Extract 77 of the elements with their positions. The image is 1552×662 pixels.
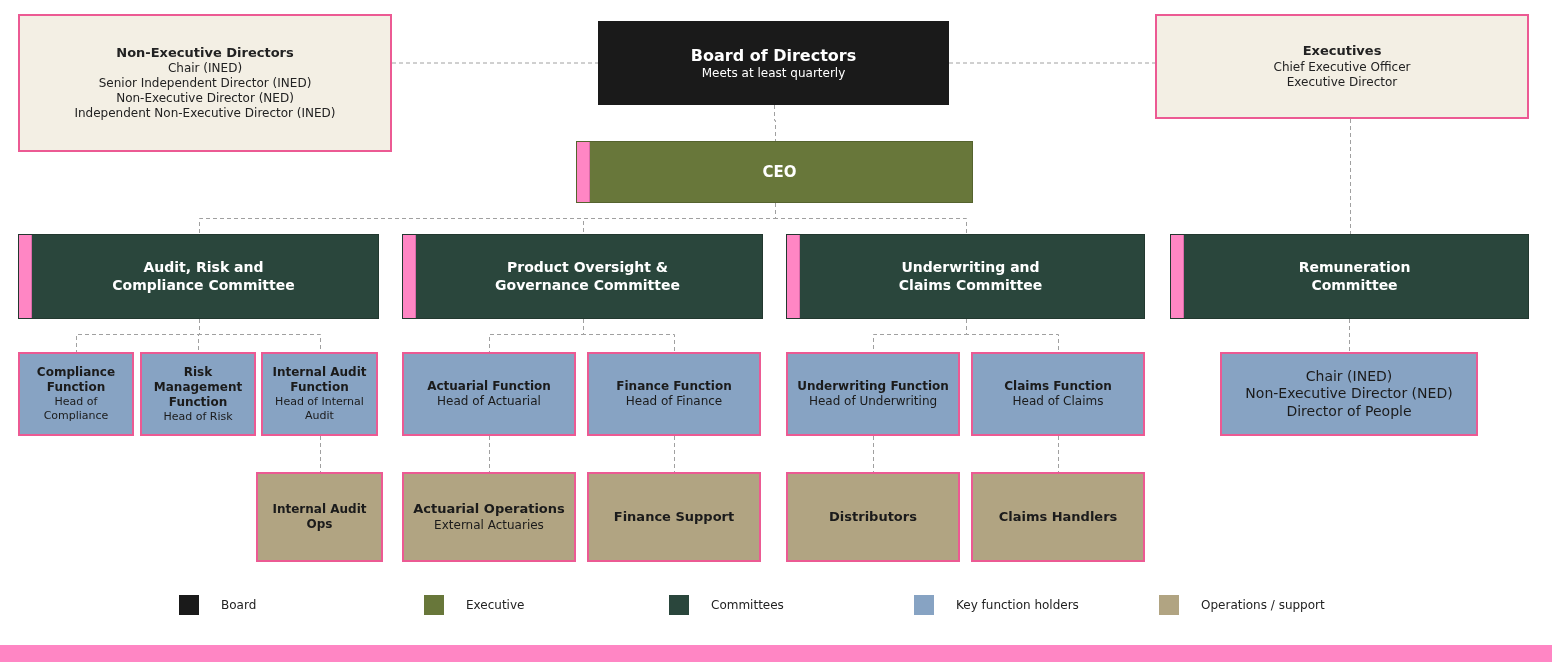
connector-line (948, 62, 1156, 64)
connector-line (583, 318, 675, 353)
box-heading: Claims Handlers (998, 508, 1118, 526)
box-text: Head of Finance (625, 394, 723, 409)
committee-box (18, 234, 379, 319)
connector-line (1349, 318, 1350, 353)
legend-label: Executive (466, 598, 525, 612)
operations-box (402, 472, 576, 562)
box-text: Head of Actuarial (437, 394, 541, 409)
box-heading: Distributors (829, 508, 917, 526)
box-heading: Product Oversight & Governance Committee (494, 259, 681, 294)
connector-line (1350, 118, 1351, 235)
box-text: Head of Risk (163, 409, 233, 424)
box-heading: Risk Management Function (152, 364, 244, 410)
box-text: Chair (INED) (167, 61, 243, 77)
legend-label: Key function holders (956, 598, 1079, 612)
box-heading: Actuarial Operations (413, 501, 565, 518)
box-heading: Underwriting and Claims Committee (897, 259, 1044, 294)
connector-line (489, 435, 490, 473)
committee-box (786, 234, 1145, 319)
committee-box (1170, 234, 1529, 319)
box-heading: Remuneration Committee (1297, 259, 1412, 294)
members-box (1220, 352, 1478, 436)
connector-line (775, 202, 967, 235)
operations-box (256, 472, 383, 562)
box-heading: Internal Audit Ops (271, 502, 368, 532)
box-text: Non-Executive Director (NED) (1245, 385, 1453, 403)
operations-box (786, 472, 960, 562)
box-heading: Board of Directors (690, 45, 857, 66)
connector-line (966, 318, 1059, 353)
box-heading: Finance Function (616, 379, 732, 394)
connector-line (1058, 435, 1059, 473)
function-box (402, 352, 576, 436)
function-box (140, 352, 256, 436)
box-heading: CEO (762, 162, 797, 182)
box-heading: Actuarial Function (427, 379, 551, 394)
box-text: External Actuaries (434, 517, 544, 533)
group-box (1155, 14, 1529, 119)
function-box (971, 352, 1145, 436)
box-heading: Compliance Function (35, 365, 117, 396)
function-box (587, 352, 761, 436)
box-text: Independent Non-Executive Director (INED) (74, 106, 336, 122)
box-heading: Underwriting Function (797, 379, 949, 394)
connector-line (391, 62, 599, 64)
box-text: Senior Independent Director (INED) (98, 76, 312, 92)
connector-line (873, 435, 874, 473)
box-heading: Finance Support (613, 508, 735, 526)
box-heading: Non-Executive Directors (116, 44, 294, 62)
box-text: Chair (INED) (1305, 367, 1393, 386)
box-heading: Internal Audit Function (271, 365, 368, 396)
box-text: Meets at least quarterly (701, 65, 846, 81)
function-box (18, 352, 134, 436)
legend-label: Operations / support (1201, 598, 1325, 612)
group-box (18, 14, 392, 152)
box-text: Head of Internal Audit (274, 395, 365, 423)
box-text: Director of People (1286, 402, 1412, 421)
committee-box (402, 234, 763, 319)
executive-box (576, 141, 973, 203)
box-heading: Audit, Risk and Compliance Committee (111, 259, 296, 294)
box-text: Non-Executive Director (NED) (116, 91, 294, 107)
box-text: Head of Underwriting (808, 394, 938, 409)
function-box (261, 352, 378, 436)
legend-label: Board (221, 598, 257, 612)
legend-label: Committees (711, 598, 784, 612)
box-text: Head of Claims (1012, 394, 1104, 409)
connector-line (320, 435, 321, 473)
connector-line (674, 435, 675, 473)
box-heading: Executives (1302, 43, 1382, 60)
connector-line (774, 104, 776, 142)
box-text: Executive Director (1286, 74, 1398, 90)
box-heading: Claims Function (1004, 379, 1112, 394)
function-box (786, 352, 960, 436)
board-box (598, 21, 949, 105)
operations-box (971, 472, 1145, 562)
box-text: Chief Executive Officer (1273, 59, 1411, 75)
operations-box (587, 472, 761, 562)
box-text: Head of Compliance (42, 395, 110, 423)
